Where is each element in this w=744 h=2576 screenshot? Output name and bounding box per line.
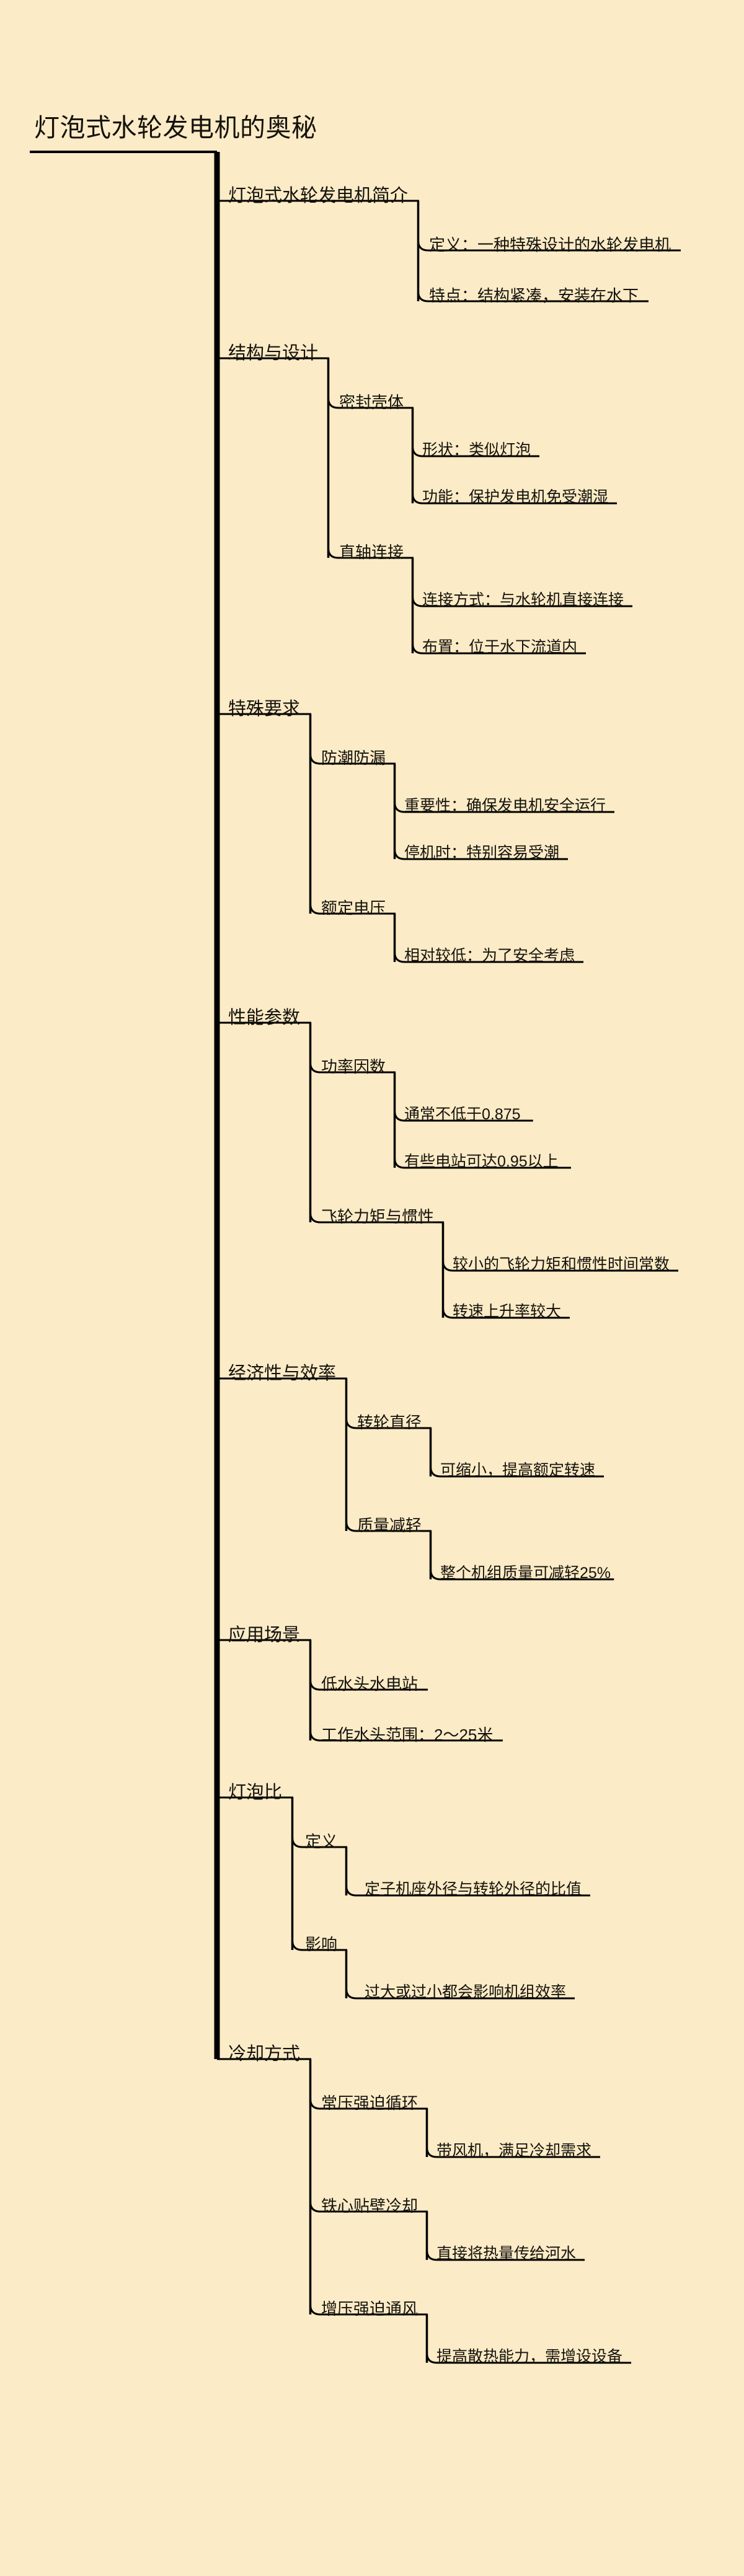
subbranch-label-6-2[interactable]: 工作水头范围：2～25米 xyxy=(321,1726,494,1744)
subbranch-label-7-1[interactable]: 定义 xyxy=(305,1832,338,1851)
leaf-label-2-2-1[interactable]: 连接方式：与水轮机直接连接 xyxy=(422,591,624,609)
subbranch-label-7-2[interactable]: 影响 xyxy=(305,1935,338,1954)
subbranch-label-4-2[interactable]: 飞轮力矩与惯性 xyxy=(321,1207,435,1226)
subbranch-label-8-1[interactable]: 常压强迫循环 xyxy=(321,2094,418,2112)
branch-label-8[interactable]: 冷却方式 xyxy=(228,2044,301,2064)
leaf-label-5-1-1[interactable]: 可缩小，提高额定转速 xyxy=(440,1462,596,1479)
leaf-label-8-2-1[interactable]: 直接将热量传给河水 xyxy=(436,2245,577,2262)
branch-label-5[interactable]: 经济性与效率 xyxy=(228,1364,337,1383)
subbranch-label-6-1[interactable]: 低水头水电站 xyxy=(321,1675,418,1693)
branch-label-6[interactable]: 应用场景 xyxy=(228,1625,301,1645)
subbranch-label-2-1[interactable]: 密封壳体 xyxy=(339,393,404,412)
leaf-label-8-1-1[interactable]: 带风机，满足冷却需求 xyxy=(436,2142,592,2159)
subbranch-label-8-3[interactable]: 增压强迫通风 xyxy=(321,2300,418,2318)
leaf-label-7-1-1[interactable]: 定子机座外径与转轮外径的比值 xyxy=(365,1881,582,1898)
leaf-label-3-2-1[interactable]: 相对较低：为了安全考虑 xyxy=(404,947,575,964)
subbranch-label-3-1[interactable]: 防潮防漏 xyxy=(321,749,386,767)
leaf-label-4-2-2[interactable]: 转速上升率较大 xyxy=(453,1303,562,1320)
leaf-label-7-2-1[interactable]: 过大或过小都会影响机组效率 xyxy=(365,1983,567,2001)
subbranch-label-4-1[interactable]: 功率因数 xyxy=(321,1057,386,1076)
subbranch-label-1-2[interactable]: 特点：结构紧凑，安装在水下 xyxy=(429,286,639,305)
subbranch-label-1-1[interactable]: 定义：一种特殊设计的水轮发电机 xyxy=(429,236,671,254)
branch-label-1[interactable]: 灯泡式水轮发电机简介 xyxy=(228,186,409,206)
branch-label-7[interactable]: 灯泡比 xyxy=(228,1783,283,1802)
leaf-label-5-2-1[interactable]: 整个机组质量可减轻25% xyxy=(440,1564,611,1582)
leaf-label-2-1-2[interactable]: 功能：保护发电机免受潮湿 xyxy=(422,488,609,506)
leaf-label-2-2-2[interactable]: 布置：位于水下流道内 xyxy=(422,638,578,656)
leaf-label-4-1-2[interactable]: 有些电站可达0.95以上 xyxy=(404,1153,559,1170)
subbranch-label-8-2[interactable]: 铁心贴壁冷却 xyxy=(321,2197,418,2215)
leaf-label-3-1-2[interactable]: 停机时：特别容易受潮 xyxy=(404,844,560,862)
branch-label-3[interactable]: 特殊要求 xyxy=(228,699,301,719)
subbranch-label-5-1[interactable]: 转轮直径 xyxy=(357,1413,422,1432)
leaf-label-4-2-1[interactable]: 较小的飞轮力矩和惯性时间常数 xyxy=(453,1256,670,1273)
branch-label-2[interactable]: 结构与设计 xyxy=(228,343,319,363)
branch-label-4[interactable]: 性能参数 xyxy=(228,1008,301,1028)
leaf-label-8-3-1[interactable]: 提高散热能力，需增设设备 xyxy=(436,2348,623,2365)
leaf-label-3-1-1[interactable]: 重要性：确保发电机安全运行 xyxy=(404,797,606,814)
subbranch-label-5-2[interactable]: 质量减轻 xyxy=(357,1516,422,1535)
subbranch-label-2-2[interactable]: 直轴连接 xyxy=(339,543,404,562)
subbranch-label-3-2[interactable]: 额定电压 xyxy=(321,899,386,917)
leaf-label-4-1-1[interactable]: 通常不低于0.875 xyxy=(404,1106,521,1123)
leaf-label-2-1-1[interactable]: 形状：类似灯泡 xyxy=(422,441,531,459)
root-node-label[interactable]: 灯泡式水轮发电机的奥秘 xyxy=(34,113,317,142)
